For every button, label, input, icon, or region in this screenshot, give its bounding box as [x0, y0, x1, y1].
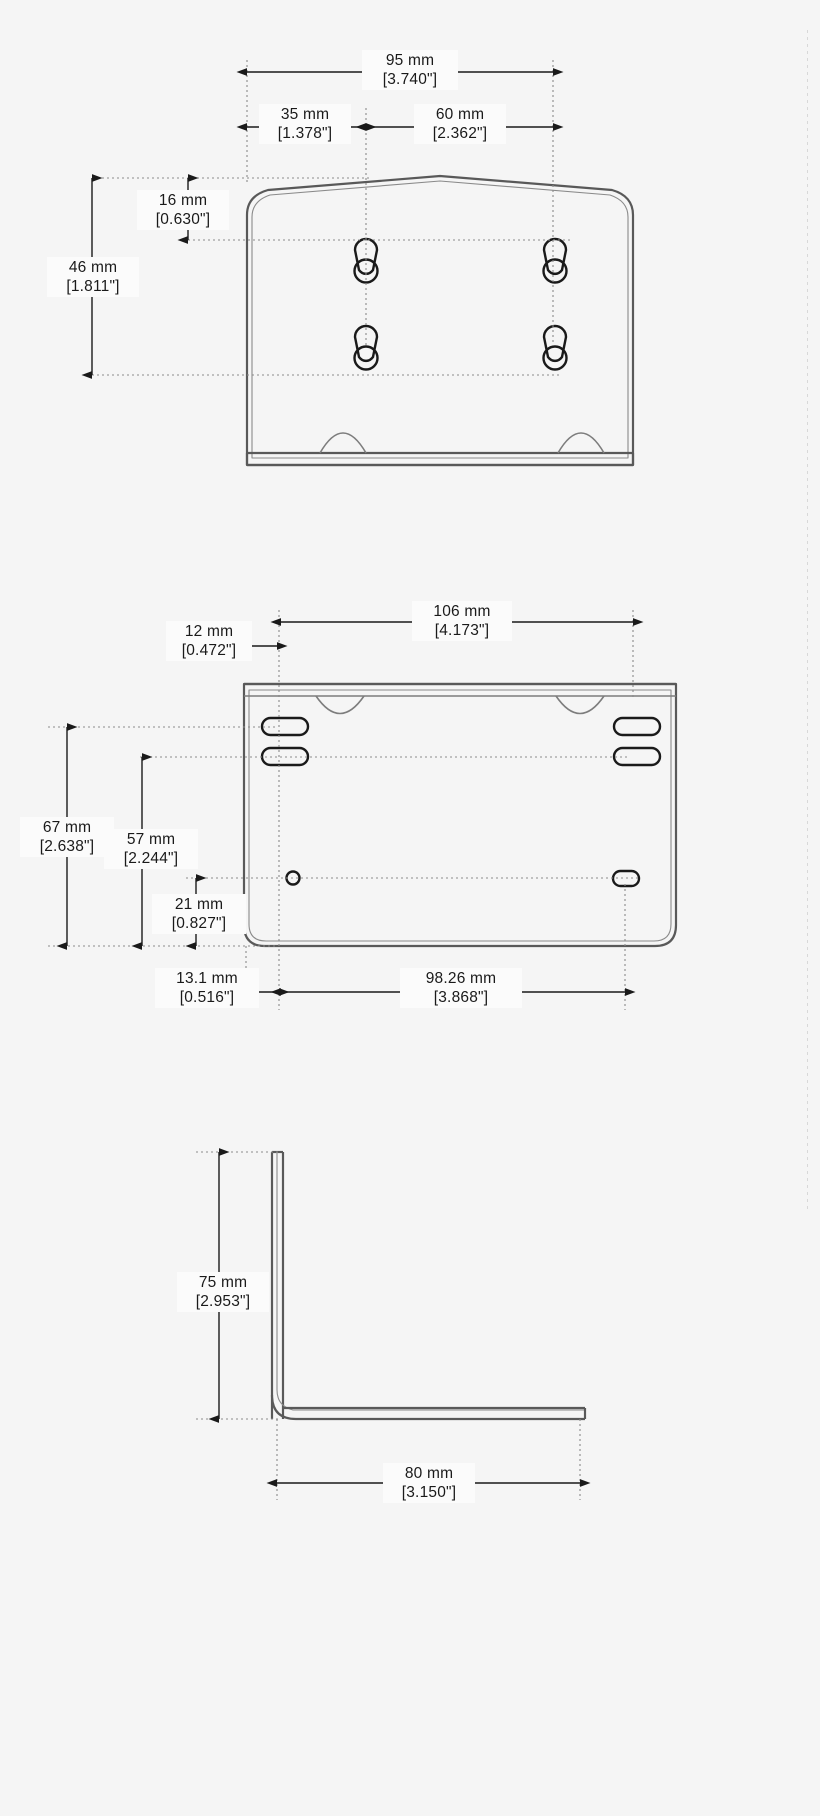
- dim-value-mm: 60 mm: [435, 106, 485, 123]
- page-edge-guide: [807, 30, 808, 1210]
- top-view-geometry: [242, 682, 678, 948]
- dim-value-inch: [3.150"]: [401, 1484, 457, 1501]
- dim-top-x-span-holes: 98.26 mm [3.868"]: [400, 968, 522, 1008]
- dim-value-inch: [0.827"]: [171, 915, 227, 932]
- dim-value-mm: 12 mm: [184, 623, 234, 640]
- dim-value-inch: [4.173"]: [434, 622, 490, 639]
- front-view-geometry: [245, 174, 635, 467]
- dim-top-depth-hole: 21 mm [0.827"]: [152, 894, 246, 934]
- dim-value-mm: 16 mm: [158, 192, 208, 209]
- dim-value-inch: [3.740"]: [382, 71, 438, 88]
- oblong-slot-group: [260, 716, 662, 767]
- dim-value-mm: 35 mm: [280, 106, 330, 123]
- dim-value-mm: 67 mm: [42, 819, 92, 836]
- dim-top-depth-slot: 57 mm [2.244"]: [104, 829, 198, 869]
- dim-front-height-overall: 46 mm [1.811"]: [47, 257, 139, 297]
- dim-top-width-main: 106 mm [4.173"]: [412, 601, 512, 641]
- dim-value-mm: 75 mm: [198, 1274, 248, 1291]
- dim-value-inch: [2.244"]: [123, 850, 179, 867]
- keyhole-slot-group: [353, 237, 568, 371]
- dim-front-width-right: 60 mm [2.362"]: [414, 104, 506, 144]
- dim-value-mm: 57 mm: [126, 831, 176, 848]
- side-view-dimensions: [196, 1148, 591, 1500]
- dim-top-x-offset-left: 13.1 mm [0.516"]: [155, 968, 259, 1008]
- dim-value-mm: 95 mm: [385, 52, 435, 69]
- dim-value-mm: 13.1 mm: [176, 970, 238, 987]
- dim-value-inch: [1.378"]: [277, 125, 333, 142]
- dim-value-inch: [0.630"]: [155, 211, 211, 228]
- dim-value-inch: [2.638"]: [39, 838, 95, 855]
- dim-front-height-top-offset: 16 mm [0.630"]: [137, 190, 229, 230]
- dim-value-inch: [3.868"]: [433, 989, 489, 1006]
- dim-value-inch: [2.362"]: [432, 125, 488, 142]
- dim-front-width-overall: 95 mm [3.740"]: [362, 50, 458, 90]
- dim-value-mm: 46 mm: [68, 259, 118, 276]
- dim-front-width-left: 35 mm [1.378"]: [259, 104, 351, 144]
- dim-side-height: 75 mm [2.953"]: [177, 1272, 269, 1312]
- dim-value-inch: [1.811"]: [66, 278, 120, 295]
- dim-top-edge-offset: 12 mm [0.472"]: [166, 621, 252, 661]
- dim-side-length: 80 mm [3.150"]: [383, 1463, 475, 1503]
- dim-value-inch: [2.953"]: [195, 1293, 251, 1310]
- dim-value-mm: 80 mm: [404, 1465, 454, 1482]
- dim-value-mm: 98.26 mm: [425, 970, 497, 987]
- dim-top-depth-overall: 67 mm [2.638"]: [20, 817, 114, 857]
- top-view-dimensions: [48, 610, 644, 1010]
- dim-value-mm: 106 mm: [433, 603, 491, 620]
- dim-value-inch: [0.516"]: [179, 989, 235, 1006]
- dim-value-mm: 21 mm: [174, 896, 224, 913]
- side-view-geometry: [270, 1150, 587, 1421]
- dim-value-inch: [0.472"]: [181, 642, 237, 659]
